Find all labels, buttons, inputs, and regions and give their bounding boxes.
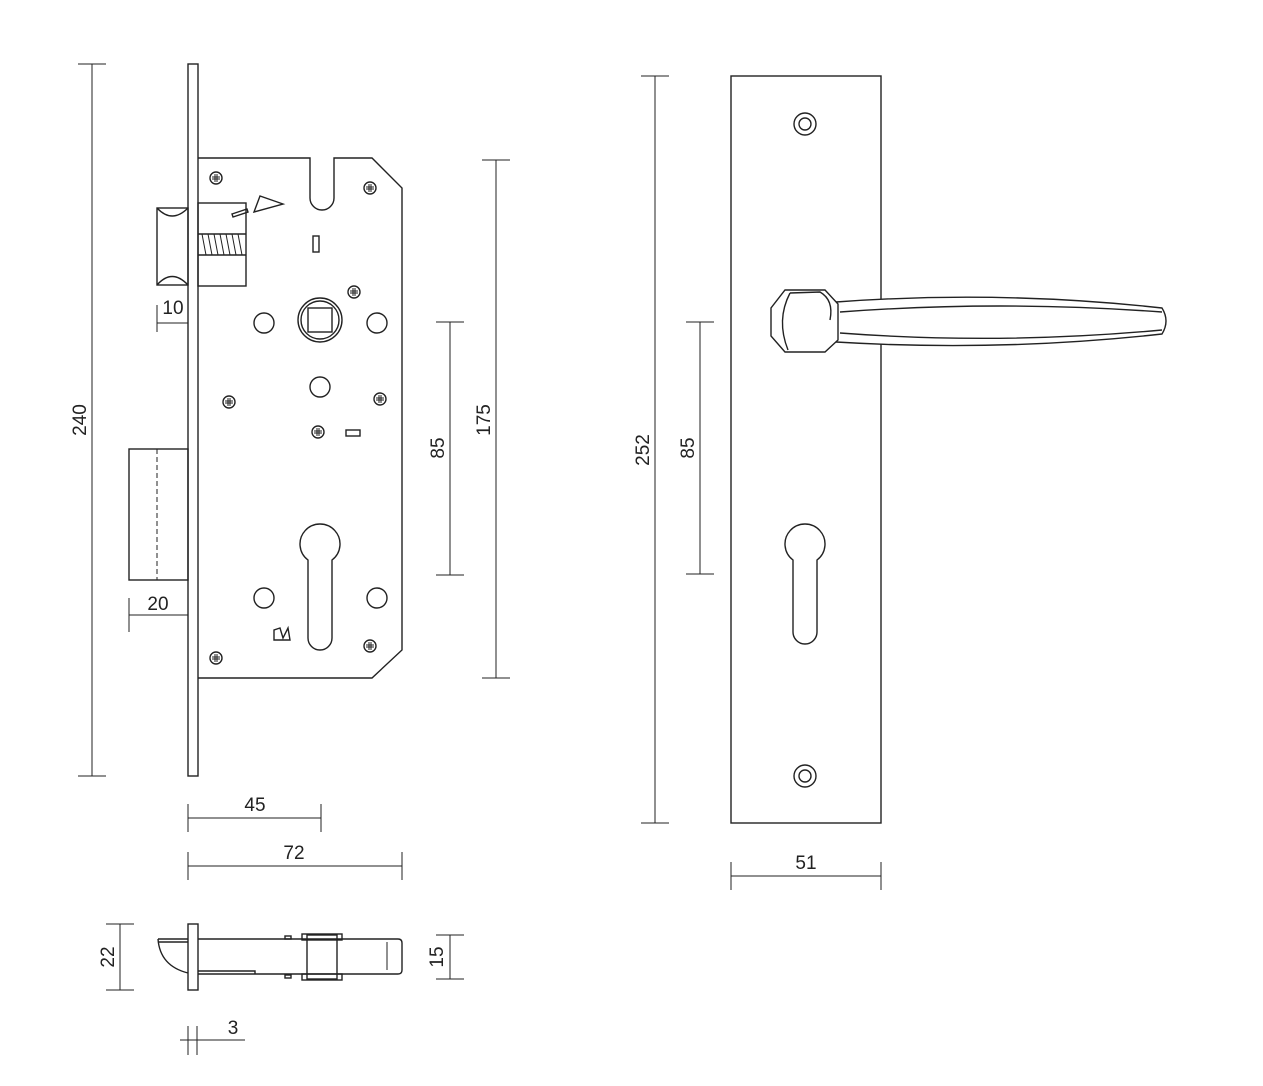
backplate [730,75,882,824]
dimension-label: 175 [474,404,495,436]
screw-icon [209,171,223,185]
cam-mark [273,625,291,641]
dimension-case-thickness: 15 [427,934,464,980]
dimension-plate-width: 51 [730,853,882,890]
dimension-center-distance: 85 [428,321,464,576]
dimension-label: 3 [228,1018,239,1039]
dimension-label: 45 [244,795,265,816]
cylinder-hole [784,523,826,645]
cylinder-hole [299,523,341,651]
faceplate [187,63,199,777]
lever-handle [770,289,1167,353]
screw-icon [311,425,325,439]
dimension-bolt-projection: 20 [128,594,188,632]
dimension-plate-center-distance: 85 [678,321,714,575]
slot [345,429,361,437]
deadbolt [128,448,189,581]
lock-side-view [157,923,403,991]
screw-icons [209,171,387,665]
dimension-label: 85 [428,437,449,458]
dimension-plate-height: 252 [633,75,669,824]
dimension-label: 240 [70,404,91,436]
lock-case [198,157,403,679]
mounting-holes [253,312,388,609]
dimension-case-height: 175 [474,159,510,679]
handle-plate [730,75,1167,824]
screw-icon [363,639,377,653]
dimension-label: 20 [147,594,168,615]
spindle-hub [297,297,343,343]
dimension-label: 252 [633,434,654,466]
screw-icon [209,651,223,665]
dimension-label: 10 [162,298,183,319]
dimension-label: 22 [98,946,119,967]
dimension-label: 51 [795,853,816,874]
slot [312,235,320,253]
dimension-faceplate-width: 22 [98,923,134,991]
screw-icon [363,181,377,195]
dimension-case-depth: 72 [187,843,403,880]
dimension-latch-projection: 10 [156,298,188,332]
screw-icon [347,285,361,299]
dimension-label: 15 [427,946,448,967]
dimension-faceplate-thickness: 3 [180,1018,245,1055]
mortise-lock-body [128,63,403,777]
dimension-label: 72 [283,843,304,864]
screw-icon [222,395,236,409]
latch-bolt [156,195,286,287]
screw-hole [793,764,817,788]
dimension-backset: 45 [187,795,322,832]
screw-hole [793,112,817,136]
dimension-label: 85 [678,437,699,458]
dimension-lock-height: 240 [70,63,106,777]
screw-icon [373,392,387,406]
